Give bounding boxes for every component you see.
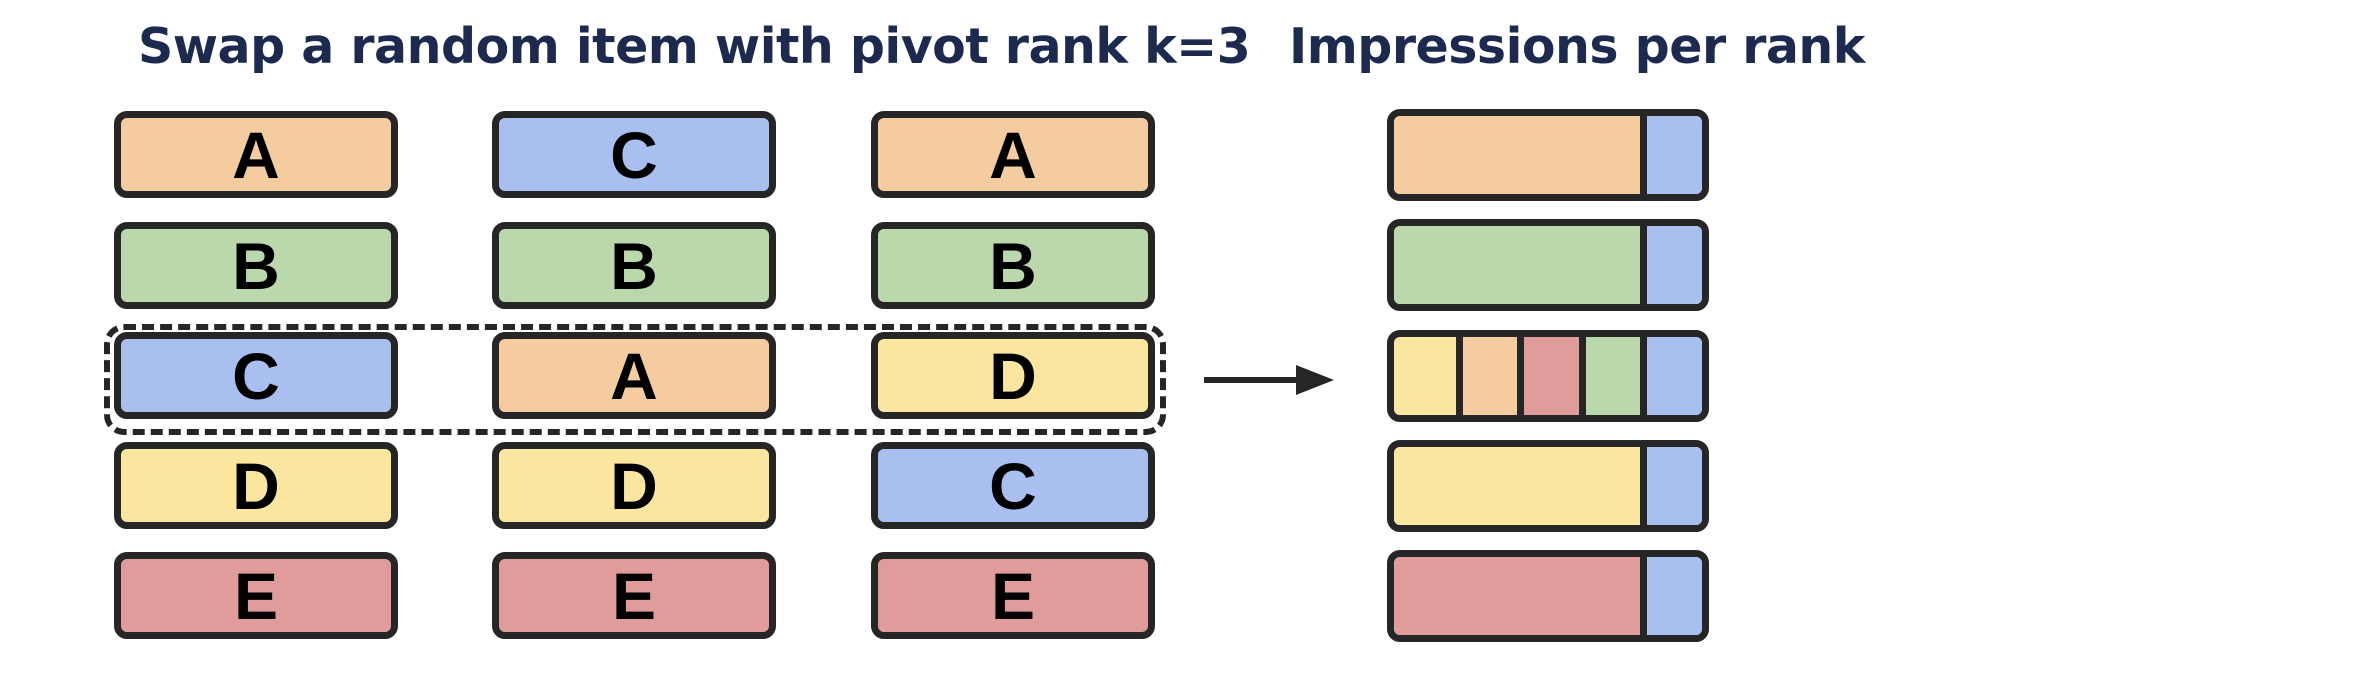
impression-segment-C xyxy=(1640,337,1702,415)
impression-segment-C xyxy=(1640,226,1702,304)
impression-segment-B xyxy=(1578,337,1641,415)
impression-segment-C xyxy=(1640,557,1702,635)
impression-segment-A xyxy=(1394,116,1641,194)
impression-bar-rank-2 xyxy=(1387,219,1709,311)
rank-item-box: D xyxy=(492,442,776,529)
impression-bar-rank-4 xyxy=(1387,440,1709,532)
rank-item-box: C xyxy=(492,111,776,198)
rank-item-box: D xyxy=(871,332,1155,419)
rank-item-box: C xyxy=(114,332,398,419)
rank-item-box: A xyxy=(492,332,776,419)
swap-title: Swap a random item with pivot rank k=3 xyxy=(138,18,1251,75)
impression-segment-D xyxy=(1394,337,1456,415)
rank-item-box: B xyxy=(114,222,398,309)
rank-item-box: A xyxy=(114,111,398,198)
impression-segment-B xyxy=(1394,226,1641,304)
rank-item-box: E xyxy=(492,552,776,639)
rank-item-box: E xyxy=(871,552,1155,639)
rank-item-box: C xyxy=(871,442,1155,529)
right-arrow-icon xyxy=(1204,365,1334,395)
impression-bar-rank-3 xyxy=(1387,330,1709,422)
impressions-title: Impressions per rank xyxy=(1289,18,1865,75)
impression-segment-D xyxy=(1394,447,1641,525)
rank-item-box: E xyxy=(114,552,398,639)
rank-item-box: B xyxy=(492,222,776,309)
impression-segment-C xyxy=(1640,116,1702,194)
rank-item-box: A xyxy=(871,111,1155,198)
impression-bar-rank-1 xyxy=(1387,109,1709,201)
rank-item-box: B xyxy=(871,222,1155,309)
pivot-rank-highlight xyxy=(104,324,1166,435)
impression-segment-A xyxy=(1455,337,1518,415)
impression-segment-C xyxy=(1640,447,1702,525)
impression-segment-E xyxy=(1517,337,1579,415)
impression-bar-rank-5 xyxy=(1387,550,1709,642)
rank-item-box: D xyxy=(114,442,398,529)
impression-segment-E xyxy=(1394,557,1641,635)
